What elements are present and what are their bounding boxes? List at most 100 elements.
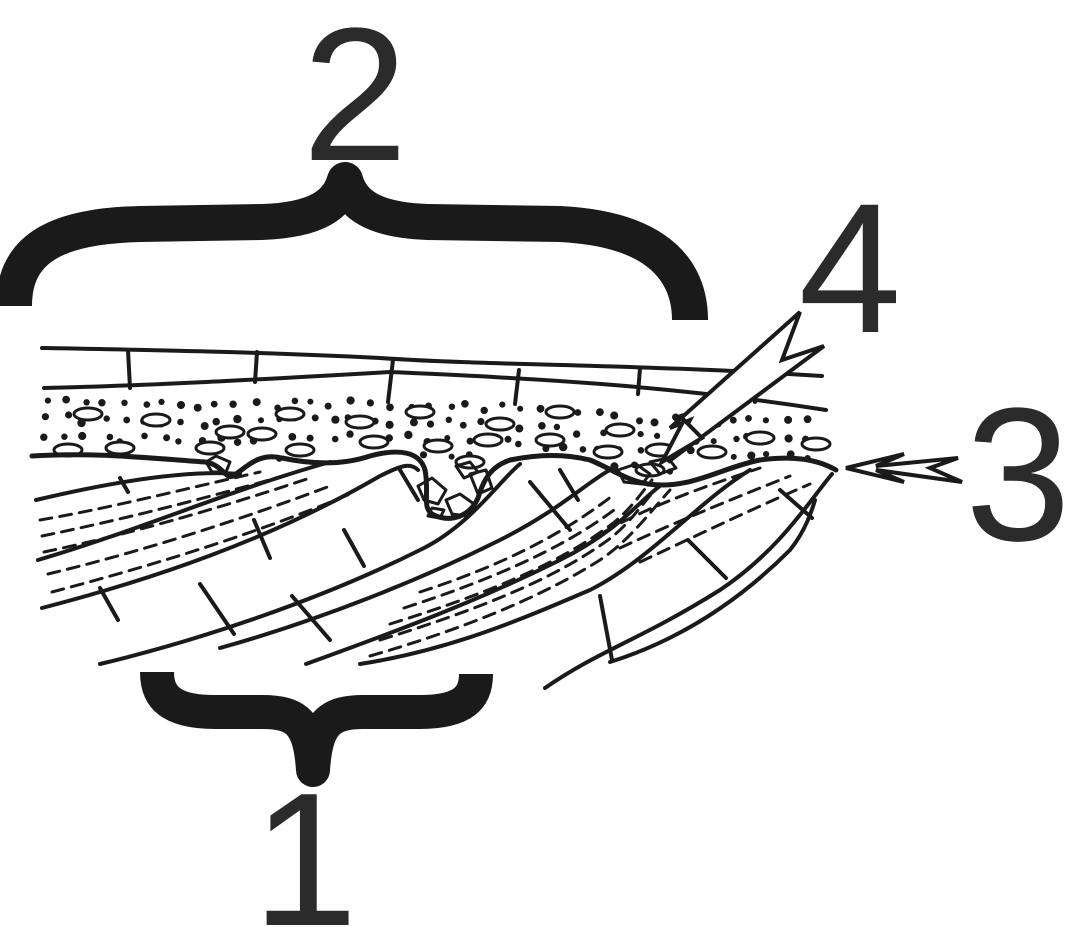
sediment-dot — [194, 404, 202, 412]
sediment-dot — [346, 430, 353, 437]
sediment-dot — [40, 434, 47, 441]
sediment-dot — [733, 436, 739, 442]
brace-bottom — [157, 672, 476, 770]
pebble — [698, 446, 726, 458]
sediment-dot — [177, 419, 184, 426]
sediment-dot — [141, 433, 148, 440]
sediment-dot — [307, 435, 314, 442]
sediment-dot — [784, 416, 792, 424]
sediment-dot — [638, 447, 645, 454]
sediment-dot — [763, 417, 769, 423]
sediment-dot — [420, 451, 427, 458]
pebble — [474, 434, 502, 446]
tilted-strata — [36, 462, 832, 688]
pebble — [536, 434, 564, 446]
sediment-dot — [212, 418, 220, 426]
pebble — [424, 440, 452, 452]
pebble — [286, 444, 314, 456]
pebble — [106, 442, 134, 454]
sediment-dot — [258, 417, 264, 423]
sediment-dot — [61, 434, 67, 440]
sediment-dot — [449, 454, 455, 460]
sediment-dot — [580, 446, 587, 453]
sediment-dot — [331, 416, 339, 424]
pebble — [216, 426, 244, 438]
label-3: 3 — [965, 369, 1071, 581]
sediment-dot — [763, 451, 769, 457]
sediment-dot — [610, 412, 618, 420]
sediment-dot — [515, 425, 523, 433]
pebble — [546, 406, 574, 418]
sediment-dot — [745, 415, 752, 422]
sediment-dot — [107, 434, 114, 441]
sediment-dot — [654, 433, 660, 439]
pebble — [746, 432, 774, 444]
sediment-dot — [481, 407, 488, 414]
sediment-dot — [367, 399, 374, 406]
sediment-dot — [292, 398, 299, 405]
sediment-dot — [730, 417, 737, 424]
sediment-dot — [804, 415, 812, 423]
sediment-dot — [515, 441, 522, 448]
sediment-dot — [123, 417, 130, 424]
sediment-dot — [711, 438, 717, 444]
pebble — [486, 418, 514, 430]
sediment-dot — [83, 399, 89, 405]
pebble — [142, 414, 170, 426]
sediment-dot — [573, 430, 580, 437]
sediment-dot — [446, 417, 452, 423]
sediment-dot — [42, 413, 49, 420]
sediment-dot — [312, 414, 319, 421]
sediment-dot — [201, 422, 209, 430]
arrow-to-surface-3 — [846, 454, 962, 482]
sediment-dot — [460, 422, 467, 429]
pebble — [196, 442, 224, 454]
sediment-dot — [234, 439, 241, 446]
sediment-dot — [461, 400, 469, 408]
sediment-dot — [505, 436, 512, 443]
sediment-dot — [121, 400, 127, 406]
sediment-dot — [785, 434, 793, 442]
pebble — [606, 424, 634, 436]
sediment-dot — [467, 438, 474, 445]
sediment-dot — [98, 399, 105, 406]
pebble — [346, 416, 374, 428]
sediment-dot — [144, 401, 151, 408]
sediment-dot — [307, 399, 313, 405]
sediment-dot — [404, 431, 412, 439]
sediment-dot — [596, 408, 604, 416]
pebble — [406, 406, 434, 418]
sediment-dot — [325, 403, 332, 410]
pebble — [802, 438, 830, 450]
sediment-dot — [636, 417, 643, 424]
sediment-dot — [175, 438, 181, 444]
sediment-dot — [253, 398, 261, 406]
sediment-dot — [449, 404, 455, 410]
sediment-dot — [233, 415, 241, 423]
sediment-dot — [78, 432, 86, 440]
label-4: 4 — [799, 166, 902, 372]
pebble — [74, 408, 102, 420]
sediment-dot — [410, 418, 418, 426]
sediment-dot — [517, 406, 523, 412]
sediment-dot — [386, 404, 394, 412]
sediment-dot — [537, 405, 545, 413]
sediment-dot — [477, 418, 484, 425]
sediment-dot — [386, 421, 394, 429]
sediment-dot — [332, 436, 339, 443]
sediment-dot — [211, 401, 218, 408]
sediment-dot — [45, 398, 51, 404]
sediment-dot — [347, 396, 355, 404]
sediment-dot — [104, 415, 110, 421]
brace-top — [14, 180, 690, 320]
pebble — [594, 446, 622, 458]
sediment-dot — [651, 418, 659, 426]
sediment-dot — [62, 396, 70, 404]
sediment-dot — [177, 401, 185, 409]
sediment-dot — [163, 434, 170, 441]
pebble — [248, 428, 276, 440]
sediment-dot — [747, 452, 755, 460]
pebble — [360, 436, 388, 448]
sediment-dot — [229, 401, 236, 408]
